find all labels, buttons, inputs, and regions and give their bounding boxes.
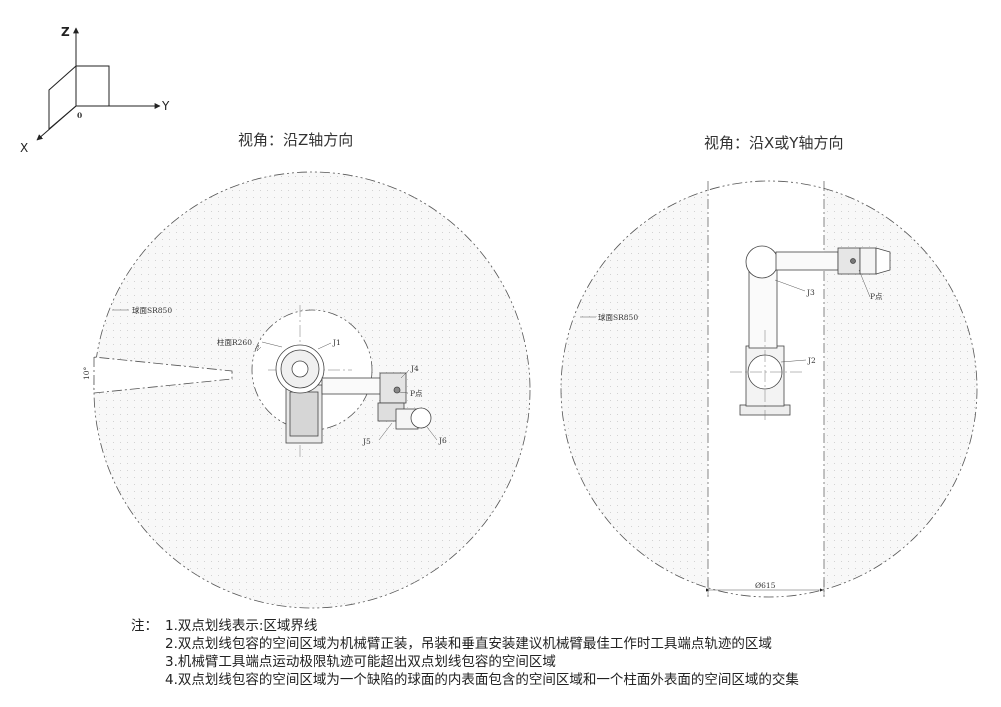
j3-label: J3 bbox=[806, 288, 815, 297]
axis-plane-yz bbox=[75, 65, 110, 107]
angle-label: 10° bbox=[82, 366, 91, 380]
j1-label: J1 bbox=[332, 338, 341, 347]
sphere-label-side: 球面SR850 bbox=[598, 312, 638, 322]
j2-label: J2 bbox=[807, 356, 816, 365]
wrist-block bbox=[379, 372, 407, 404]
wrist-side bbox=[837, 247, 861, 275]
note-2: 2.双点划线包容的空间区域为机械臂正装，吊装和垂直安装建议机械臂最佳工作时工具端… bbox=[131, 635, 799, 653]
side-view: 球面SR850 J3 J2 P点 Ø615 bbox=[560, 180, 978, 598]
sector-cut bbox=[93, 356, 233, 394]
forearm bbox=[775, 251, 839, 271]
notes-block: 注： 1.双点划线表示:区域界线 2.双点划线包容的空间区域为机械臂正装，吊装和垂… bbox=[131, 617, 799, 689]
sphere-label-top: 球面SR850 bbox=[132, 305, 172, 315]
notes-prefix: 注： bbox=[131, 618, 158, 634]
joint3-circle bbox=[745, 245, 779, 279]
dimension-label: Ø615 bbox=[755, 581, 776, 590]
robot-top bbox=[275, 344, 432, 444]
note-1-text: 1.双点划线表示:区域界线 bbox=[165, 618, 318, 634]
note-4-text: 4.双点划线包容的空间区域为一个缺陷的球面的内表面包含的空间区域和一个柱面外表面… bbox=[165, 672, 799, 688]
z-axis-label: Z bbox=[61, 25, 70, 39]
j6-label: J6 bbox=[438, 436, 447, 445]
top-view-title: 视角：沿Z轴方向 bbox=[238, 131, 354, 149]
y-axis-label: Y bbox=[161, 99, 170, 113]
note-4: 4.双点划线包容的空间区域为一个缺陷的球面的内表面包含的空间区域和一个柱面外表面… bbox=[131, 671, 799, 689]
note-3-text: 3.机械臂工具端点运动极限轨迹可能超出双点划线包容的空间区域 bbox=[165, 654, 556, 670]
p-label-side: P点 bbox=[870, 292, 883, 301]
side-view-title: 视角：沿X或Y轴方向 bbox=[704, 134, 844, 152]
origin-label: 0 bbox=[77, 111, 82, 120]
note-3: 3.机械臂工具端点运动极限轨迹可能超出双点划线包容的空间区域 bbox=[131, 653, 799, 671]
x-axis-label: X bbox=[20, 141, 28, 155]
axis-plane-xz bbox=[48, 64, 77, 131]
j5-label: J5 bbox=[362, 437, 371, 446]
top-view: 球面SR850 柱面R260 10° J1 J4 P点 J5 J6 bbox=[82, 171, 531, 609]
lower-arm bbox=[748, 269, 778, 349]
j4-label: J4 bbox=[410, 364, 419, 373]
axes-indicator bbox=[36, 27, 161, 141]
upper-arm bbox=[321, 377, 385, 395]
sphere-boundary-side bbox=[560, 180, 978, 598]
cylinder-label-top: 柱面R260 bbox=[217, 337, 252, 347]
p-label-top: P点 bbox=[410, 389, 423, 398]
note-1: 注： 1.双点划线表示:区域界线 bbox=[131, 617, 799, 635]
note-2-text: 2.双点划线包容的空间区域为机械臂正装，吊装和垂直安装建议机械臂最佳工作时工具端… bbox=[165, 636, 772, 652]
